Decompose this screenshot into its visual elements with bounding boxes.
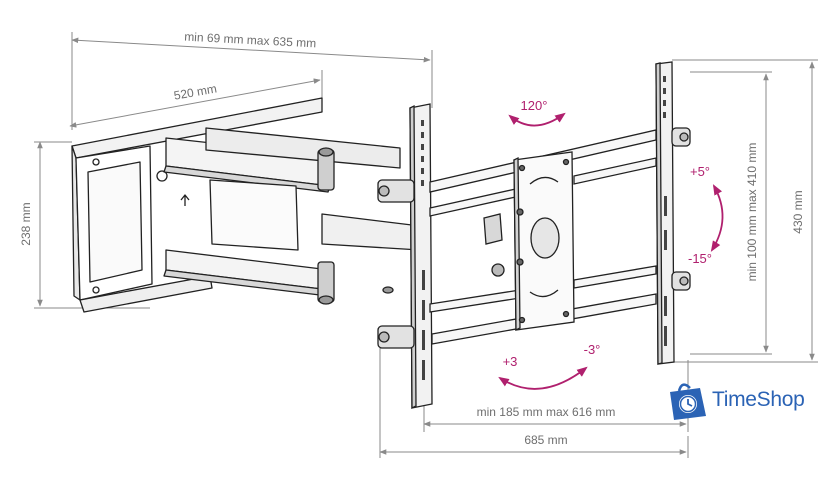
right-vertical-rail — [655, 61, 691, 365]
clock-shopping-bag-icon — [670, 383, 706, 420]
level-arrow — [498, 366, 588, 390]
dim-right-height-label: 430 mm — [791, 190, 805, 233]
left-vertical-rail — [377, 103, 433, 410]
dim-bottom-range-label: min 185 mm max 616 mm — [477, 405, 616, 419]
dimension-lines — [34, 32, 818, 458]
rail-slots — [421, 76, 667, 380]
articulating-arms — [163, 127, 421, 305]
swivel-arrow — [508, 112, 566, 127]
dim-arm-width-label: 520 mm — [173, 81, 218, 102]
dim-total-width-label: 685 mm — [524, 433, 567, 447]
timeshop-logo: TimeShop — [664, 378, 834, 424]
tilt-head-plate — [483, 151, 575, 332]
tilt-down-label: -15° — [688, 251, 712, 266]
dim-vertical-range-label: min 100 mm max 410 mm — [745, 143, 759, 282]
level-plus-label: +3 — [503, 354, 518, 369]
tilt-arrow — [710, 184, 724, 252]
wall-plate — [71, 97, 323, 313]
brand-name: TimeShop — [712, 388, 805, 411]
angle-arrows — [498, 112, 724, 390]
dim-left-height-label: 238 mm — [19, 202, 33, 245]
tilt-up-label: +5° — [690, 164, 710, 179]
level-minus-label: -3° — [584, 342, 601, 357]
dim-top-width-label: min 69 mm max 635 mm — [184, 30, 317, 51]
swivel-angle-label: 120° — [521, 98, 548, 113]
